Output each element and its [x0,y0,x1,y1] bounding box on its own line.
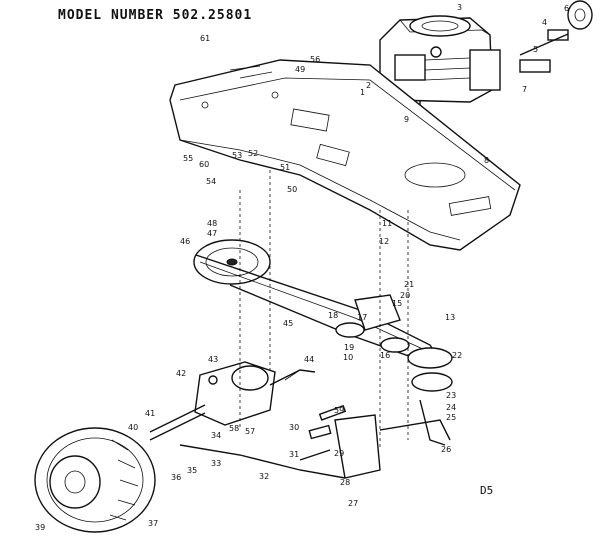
callout-25: 25 [446,413,456,422]
callout-labels: 1 2 3 4 5 6 7 8 9 10 11 12 13 15 16 17 1… [35,3,569,532]
callout-26: 26 [441,445,451,454]
belt-and-pulleys [193,239,453,392]
callout-12: 12 [379,237,389,246]
callout-3: 3 [457,3,462,12]
callout-46: 46 [180,237,190,246]
callout-19: 19 [344,343,354,352]
callout-39: 39 [35,523,45,532]
engine [379,15,501,125]
callout-29: 29 [334,449,344,458]
callout-48: 48 [207,219,217,228]
callout-31: 31 [289,450,299,459]
callout-45: 45 [283,319,293,328]
leader-lines [239,170,409,450]
callout-53: 53 [232,151,242,160]
callout-5: 5 [533,45,538,54]
callout-34: 34 [211,431,221,440]
callout-54: 54 [206,177,216,186]
callout-40: 40 [128,423,138,432]
model-number-title: MODEL NUMBER 502.25801 [58,8,253,23]
callout-59: 59 [334,406,344,415]
callout-24: 24 [446,403,456,412]
callout-9: 9 [404,115,409,124]
callout-50: 50 [287,185,297,194]
callout-2: 2 [366,81,371,90]
callout-42: 42 [176,369,186,378]
callout-11: 11 [382,219,392,228]
callout-17: 17 [357,313,367,322]
pulley-top-right [519,0,593,73]
transaxle [149,361,316,441]
callout-22: 22 [452,351,462,360]
callout-20: 20 [400,291,410,300]
callout-52: 52 [248,149,258,158]
diagram-code: D5 [480,484,494,497]
callout-21: 21 [404,280,414,289]
callout-60: 60 [199,160,209,169]
callout-56: 56 [310,55,320,64]
callout-6: 6 [564,4,569,13]
callout-33: 33 [211,459,221,468]
callout-18: 18 [328,311,338,320]
callout-35: 35 [187,466,197,475]
callout-13: 13 [445,313,455,322]
callout-28: 28 [340,478,350,487]
callout-47: 47 [207,229,217,238]
callout-10: 10 [343,353,353,362]
callout-49: 49 [295,65,305,74]
callout-36: 36 [171,473,181,482]
callout-44: 44 [304,355,314,364]
callout-27: 27 [348,499,358,508]
callout-30: 30 [289,423,299,432]
callout-37: 37 [148,519,158,528]
callout-58: 58 [229,424,239,433]
callout-7: 7 [522,85,527,94]
callout-51: 51 [280,163,290,172]
callout-16: 16 [380,351,390,360]
linkage [179,369,451,479]
callout-8: 8 [484,156,489,165]
callout-43: 43 [208,355,218,364]
callout-41: 41 [145,409,155,418]
callout-32: 32 [259,472,269,481]
callout-55: 55 [183,154,193,163]
callout-57: 57 [245,427,255,436]
frame [169,59,521,251]
callout-15: 15 [392,299,402,308]
callout-23: 23 [446,391,456,400]
callout-4: 4 [542,18,547,27]
callout-61: 61 [200,34,210,43]
callout-1: 1 [360,88,365,97]
rear-wheel [34,427,156,533]
